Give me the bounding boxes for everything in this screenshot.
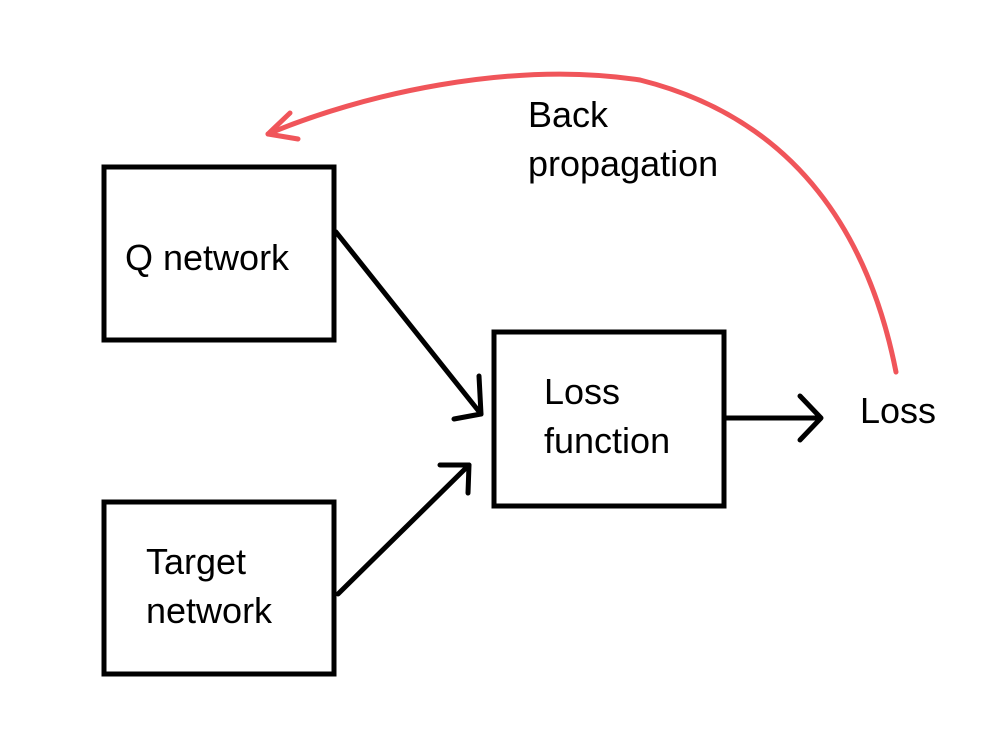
edge-loss-function-to-loss: [723, 393, 824, 443]
target-network-box: [101, 499, 337, 677]
back-propagation-feedback: Back propagation: [265, 71, 899, 375]
edge-q-network-line: [333, 229, 484, 417]
edge-target-network-arrowhead: [437, 462, 472, 496]
q-network-node: Q network: [101, 164, 337, 343]
back-propagation-label-line-2: propagation: [528, 143, 718, 184]
edge-q-network-to-loss-function: [333, 229, 484, 422]
target-network-node: Target network: [101, 499, 337, 677]
back-propagation-label-line-1: Back: [528, 94, 609, 135]
loss-function-label-line-2: function: [544, 420, 670, 461]
q-network-box: [101, 164, 337, 343]
edge-target-network-to-loss-function: [335, 462, 472, 597]
loss-function-label-line-1: Loss: [544, 371, 620, 412]
edge-loss-function-arrowhead: [797, 393, 824, 443]
edge-q-network-arrowhead: [451, 373, 484, 422]
loss-output-label: Loss: [860, 390, 936, 431]
loss-function-box: [491, 329, 727, 509]
back-propagation-arrowhead: [265, 110, 301, 142]
target-network-label-line-1: Target: [146, 541, 246, 582]
loss-function-node: Loss function: [491, 329, 727, 509]
q-network-label: Q network: [125, 237, 290, 278]
back-propagation-arrow: [265, 71, 899, 375]
edge-target-network-line: [335, 462, 472, 597]
target-network-label-line-2: network: [146, 590, 273, 631]
